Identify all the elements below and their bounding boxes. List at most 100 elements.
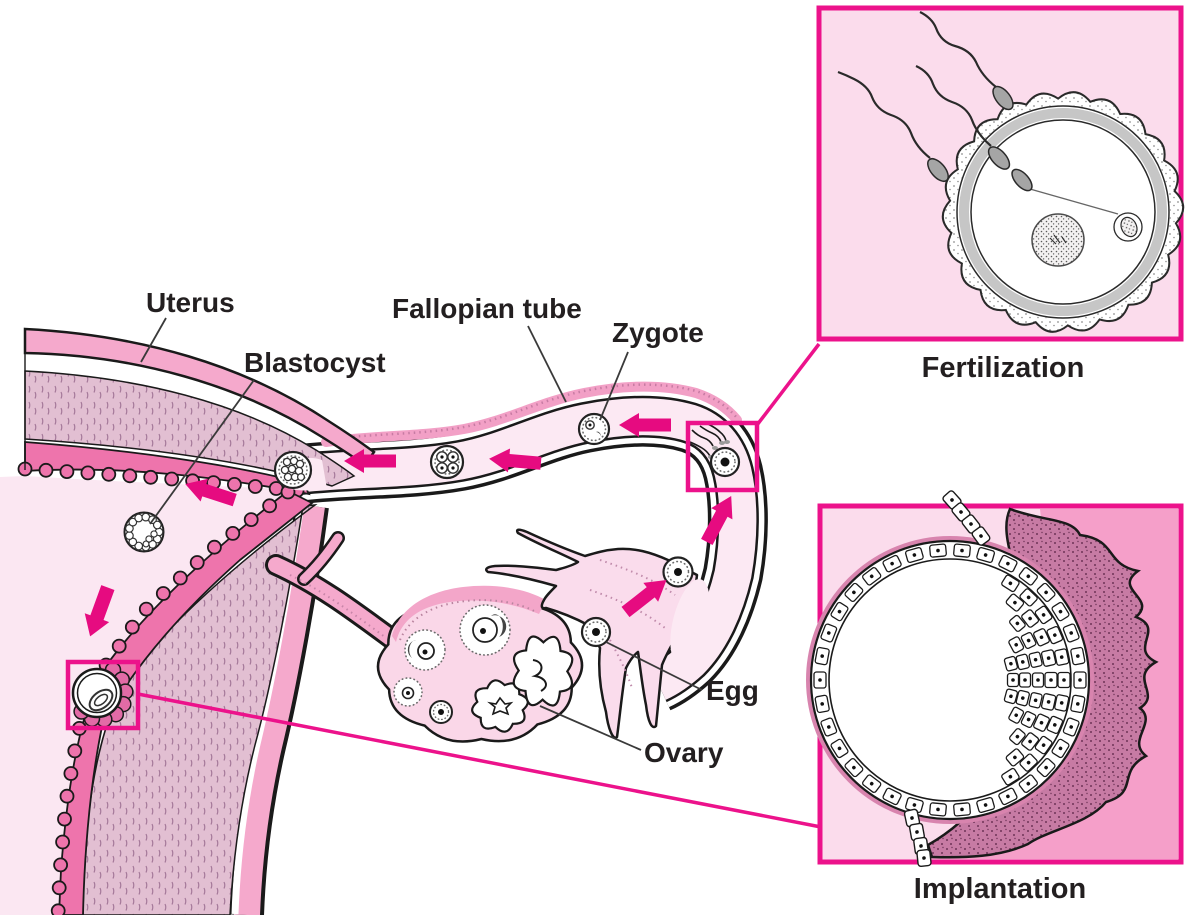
cell	[953, 802, 971, 817]
bump	[57, 811, 72, 827]
bump	[50, 903, 66, 915]
implanting-blastocyst	[806, 536, 1094, 824]
sperm-tail-1	[919, 11, 997, 88]
bump	[226, 476, 242, 492]
cell	[998, 554, 1018, 573]
bump	[164, 471, 180, 487]
ovarian-ligament	[265, 531, 403, 650]
follicle-small	[393, 677, 423, 707]
cell	[1036, 582, 1056, 602]
cell	[1020, 631, 1037, 650]
blastocyst-cell	[152, 520, 162, 530]
cell	[998, 787, 1018, 806]
zona-inner-line	[970, 119, 1156, 305]
cell	[1003, 688, 1018, 705]
cell	[1033, 713, 1050, 732]
implantation-inset: Implantation	[806, 490, 1184, 905]
cell	[1054, 694, 1070, 712]
egg-in-ampulla	[662, 556, 694, 588]
arrow-up-fimbriae	[621, 579, 667, 618]
bump	[206, 539, 222, 555]
cell	[1046, 715, 1064, 735]
cell	[882, 787, 902, 806]
morula	[273, 450, 313, 490]
cell	[1020, 710, 1037, 729]
leader-lines	[140, 317, 703, 751]
cell	[1019, 753, 1038, 772]
sperm-squiggles	[689, 423, 727, 457]
fertilization-inset: Fertilization	[816, 5, 1185, 384]
cell	[1001, 574, 1020, 593]
blastocyst-cell	[128, 517, 138, 527]
ovary	[376, 585, 584, 743]
bump	[111, 638, 127, 654]
cell	[813, 671, 827, 689]
sperm-head-3	[927, 157, 949, 183]
tube-serosa-stipple	[325, 383, 738, 442]
bump	[53, 857, 68, 873]
cell	[953, 543, 971, 558]
inner-cell-mass	[1001, 574, 1071, 786]
egg-label: Egg	[706, 675, 759, 706]
cell	[905, 546, 924, 564]
fimbriae	[485, 528, 710, 739]
follicle-medium	[404, 629, 446, 671]
cell	[862, 567, 882, 586]
zygote-label: Zygote	[612, 317, 704, 348]
free-blastocyst	[123, 511, 165, 553]
bump	[243, 512, 259, 527]
sperm-tail-3	[837, 70, 931, 159]
ovary-cap-stipple	[399, 599, 537, 641]
sperm-entry-path	[1029, 188, 1119, 215]
bump	[59, 464, 75, 480]
bump	[63, 766, 79, 781]
fertilization-caption: Fertilization	[922, 352, 1085, 384]
cell	[1036, 758, 1056, 778]
bump	[143, 469, 159, 485]
zygote-leader	[599, 351, 629, 421]
bump	[172, 570, 188, 586]
cell	[1021, 732, 1040, 751]
cell	[1062, 623, 1080, 643]
cell	[1073, 671, 1087, 689]
pathway-arrows	[84, 413, 733, 637]
zona-pellucida	[959, 108, 1167, 316]
cell	[1046, 625, 1064, 645]
bump	[51, 880, 67, 896]
follicle-primary	[429, 700, 453, 724]
implantation-site	[65, 659, 141, 731]
myometrium-wedge	[24, 370, 356, 487]
cell	[1070, 646, 1086, 666]
uterus-lower-wall	[50, 484, 329, 915]
arrow-left-1	[619, 413, 671, 437]
cell	[820, 717, 838, 737]
bump	[80, 465, 96, 481]
cell	[1031, 672, 1045, 688]
ovary-leader	[539, 705, 642, 751]
cell	[1034, 605, 1053, 625]
cell	[1009, 614, 1026, 632]
cell	[1015, 689, 1030, 707]
cell	[1019, 588, 1038, 607]
sperm-tail-2	[915, 65, 992, 147]
arrow-left-3	[344, 449, 396, 473]
cell	[905, 796, 924, 814]
cell	[1008, 636, 1025, 654]
bump	[124, 619, 140, 635]
cell	[1021, 609, 1040, 628]
epithelium-strip-bottom	[903, 808, 932, 868]
bump	[155, 586, 171, 601]
bump	[225, 526, 241, 541]
cell	[976, 796, 995, 814]
cell	[1003, 655, 1018, 672]
tube-serosa-strip	[321, 381, 742, 447]
cell	[929, 802, 947, 817]
fallopian-tube-label: Fallopian tube	[392, 293, 582, 324]
cell	[1051, 601, 1070, 622]
cell	[1009, 728, 1026, 746]
bump	[67, 743, 83, 759]
blastocyst-cell	[124, 531, 134, 540]
cell	[1070, 694, 1086, 714]
fertilization-highlight-box	[685, 420, 760, 493]
